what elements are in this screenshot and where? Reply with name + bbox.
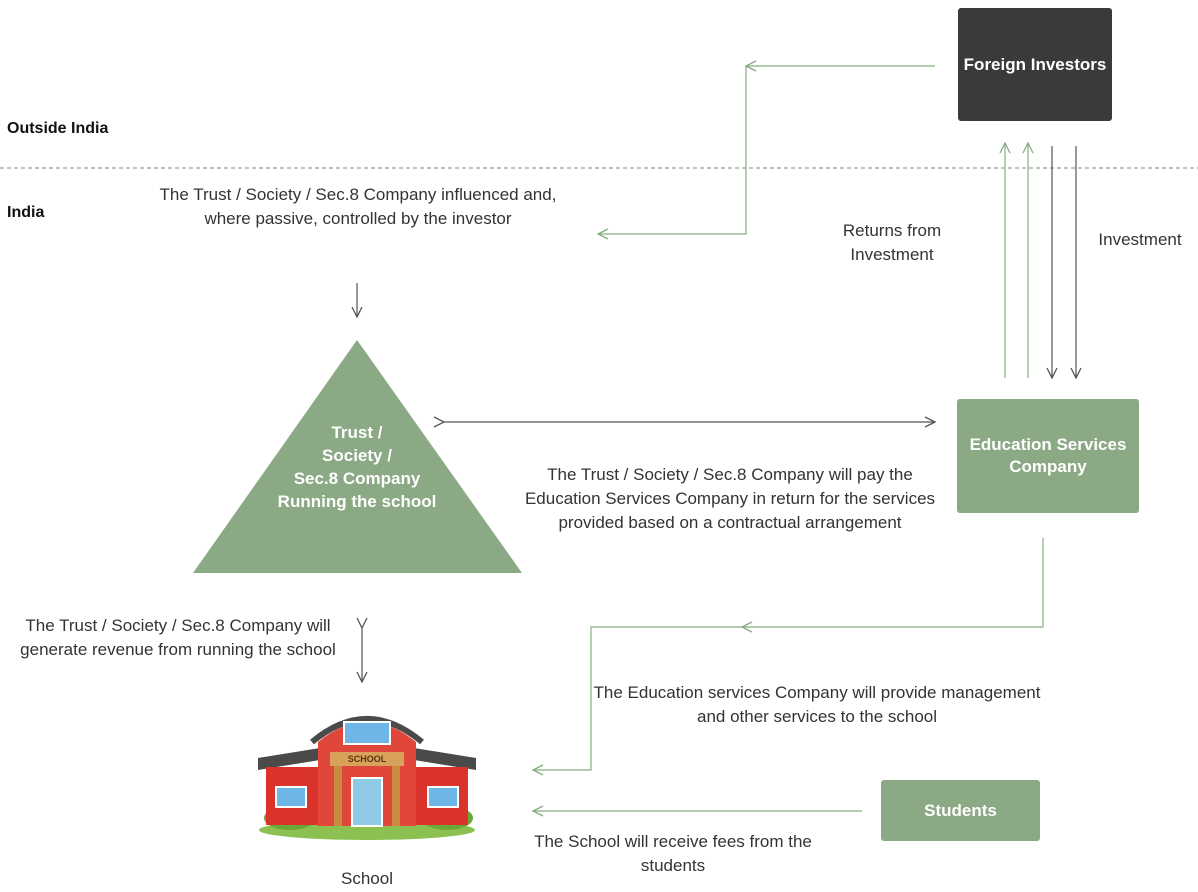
education-services-box: Education Services Company: [957, 399, 1139, 513]
outside-india-label: Outside India: [7, 120, 109, 137]
trust-label-line-4: Running the school: [277, 492, 437, 511]
returns-caption: Returns from Investment: [842, 221, 942, 264]
trust-label-line-1: Trust /: [331, 423, 383, 442]
students-label: Students: [924, 800, 997, 820]
students-box: Students: [881, 780, 1040, 841]
education-services-label: Education Services Company: [969, 435, 1127, 476]
school-caption: School: [341, 869, 393, 888]
trust-control-caption: The Trust / Society / Sec.8 Company infl…: [159, 185, 557, 228]
india-label: India: [7, 204, 45, 221]
generate-revenue-caption: The Trust / Society / Sec.8 Company will…: [20, 616, 336, 659]
foreign-investors-label: Foreign Investors: [963, 54, 1107, 74]
trust-label: Trust / Society / Sec.8 Company Running …: [277, 421, 437, 513]
investment-caption: Investment: [1098, 230, 1182, 249]
foreign-investors-box: Foreign Investors: [958, 8, 1112, 121]
trust-triangle: [193, 340, 522, 573]
receive-fees-caption: The School will receive fees from the st…: [534, 832, 812, 875]
services-arrow: [742, 538, 1044, 627]
school-sign: SCHOOL: [347, 754, 387, 764]
services-line: [533, 626, 742, 770]
school-illustration: [258, 716, 476, 840]
pay-services-caption: The Trust / Society / Sec.8 Company will…: [524, 465, 936, 532]
control-line: [598, 66, 747, 234]
provide-services-caption: The Education services Company will prov…: [593, 683, 1041, 726]
trust-label-line-3: Sec.8 Company: [293, 469, 421, 488]
trust-label-line-2: Society /: [322, 446, 392, 465]
